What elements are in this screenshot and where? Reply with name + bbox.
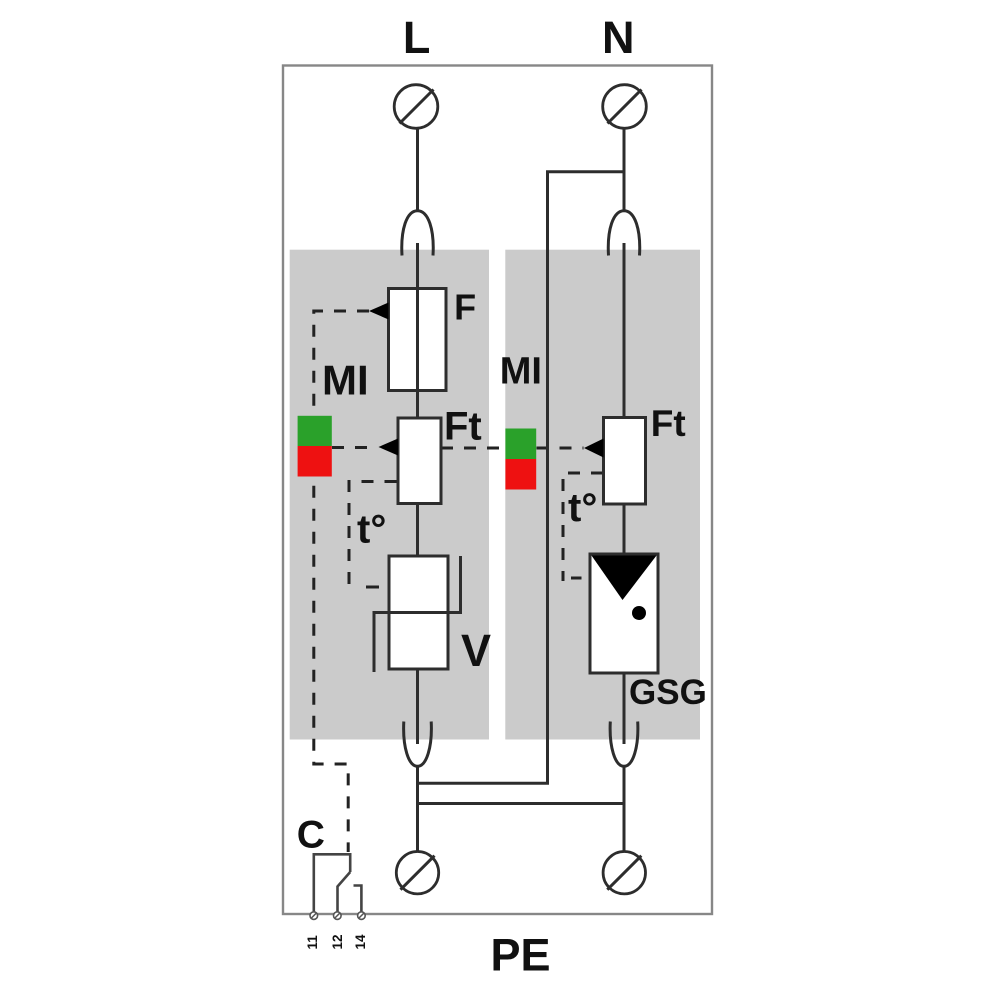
svg-text:N: N (602, 12, 635, 63)
svg-text:MI: MI (500, 351, 542, 393)
svg-text:V: V (461, 625, 491, 676)
svg-text:GSG: GSG (629, 673, 707, 712)
svg-text:12: 12 (330, 934, 345, 949)
svg-text:MI: MI (322, 357, 369, 404)
svg-text:14: 14 (353, 934, 368, 950)
svg-text:F: F (454, 287, 476, 328)
svg-text:t°: t° (568, 486, 597, 530)
svg-text:t°: t° (357, 508, 386, 552)
svg-text:PE: PE (491, 930, 551, 981)
svg-text:Ft: Ft (651, 403, 686, 444)
svg-text:L: L (403, 12, 431, 63)
svg-text:11: 11 (305, 935, 320, 950)
svg-text:C: C (297, 814, 325, 857)
svg-text:Ft: Ft (444, 405, 482, 449)
